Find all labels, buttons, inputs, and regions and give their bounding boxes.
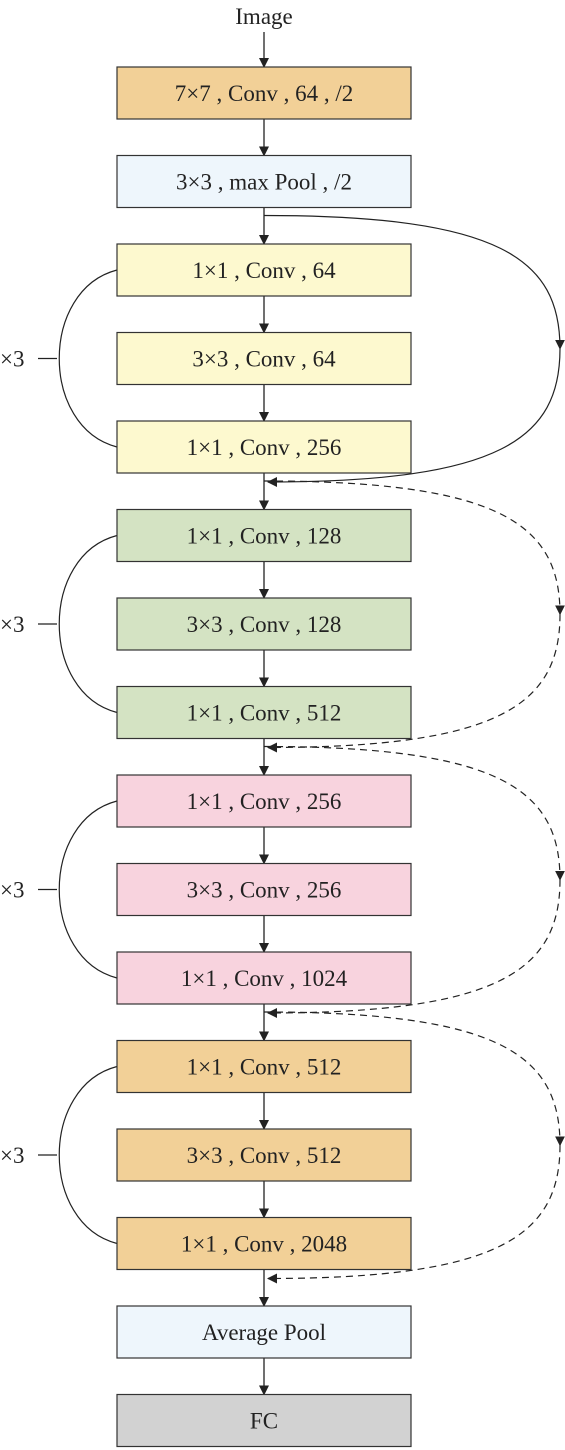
layer-block-s4b — [116, 1128, 412, 1182]
shortcut-curve-lower — [267, 1145, 561, 1284]
layer-label-s2c: 1×1 , Conv , 512 — [187, 701, 342, 726]
layer-label-avgpool: Average Pool — [202, 1320, 326, 1345]
layer-block-s4a — [116, 1039, 412, 1094]
layer-block-s1a — [116, 243, 412, 297]
repeat-arc — [58, 534, 118, 714]
layer-block-s3c — [116, 951, 412, 1005]
input-label: Image — [235, 4, 292, 29]
layer-block-s3a — [116, 774, 412, 828]
repeat-arc — [58, 1065, 118, 1245]
repeat-label: ×3 — [0, 878, 24, 903]
layer-label-fc: FC — [250, 1409, 278, 1434]
shortcut-curve-upper — [263, 745, 565, 881]
shortcut-curve-upper — [263, 214, 565, 350]
repeat-label: ×3 — [0, 612, 24, 637]
layer-label-s1a: 1×1 , Conv , 64 — [192, 258, 336, 283]
layer-label-s4c: 1×1 , Conv , 2048 — [181, 1232, 347, 1257]
repeat-arc — [58, 800, 118, 979]
repeat-label: ×3 — [0, 1143, 24, 1168]
repeat-arc — [58, 269, 118, 448]
layer-block-maxpool — [116, 154, 412, 209]
layer-label-s2b: 3×3 , Conv , 128 — [187, 612, 342, 637]
layer-block-s4c — [116, 1216, 412, 1271]
layer-block-s1b — [116, 331, 412, 386]
layer-block-s2b — [116, 597, 412, 651]
shortcut-curve-upper — [263, 1011, 565, 1147]
layer-label-s4b: 3×3 , Conv , 512 — [187, 1143, 342, 1168]
connections-layer: ×3 ×3 ×3 ×3 — [0, 32, 565, 1396]
layer-block-s2a — [116, 508, 412, 563]
layer-label-s1b: 3×3 , Conv , 64 — [192, 347, 336, 372]
layer-label-conv1: 7×7 , Conv , 64 , /2 — [175, 81, 353, 106]
layer-label-s3a: 1×1 , Conv , 256 — [187, 789, 342, 814]
layer-block-avgpool — [116, 1305, 412, 1359]
layer-label-s3b: 3×3 , Conv , 256 — [187, 878, 342, 903]
shortcut-curve-lower — [267, 348, 561, 487]
layer-label-s4a: 1×1 , Conv , 512 — [187, 1055, 342, 1080]
layer-block-s2c — [116, 685, 412, 740]
layer-block-fc — [116, 1393, 412, 1448]
layer-label-s3c: 1×1 , Conv , 1024 — [181, 966, 348, 991]
layer-label-s1c: 1×1 , Conv , 256 — [187, 435, 342, 460]
shortcut-curve-lower — [267, 879, 561, 1018]
layer-block-s3b — [116, 862, 412, 917]
layer-label-s2a: 1×1 , Conv , 128 — [187, 524, 342, 549]
blocks-layer: 7×7 , Conv , 64 , /2 3×3 , max Pool , /2 1… — [116, 66, 412, 1448]
layer-block-s1c — [116, 420, 412, 474]
layer-label-maxpool: 3×3 , max Pool , /2 — [176, 170, 352, 195]
layer-block-conv1 — [116, 66, 412, 120]
repeat-label: ×3 — [0, 347, 24, 372]
shortcut-curve-lower — [267, 614, 561, 753]
shortcut-curve-upper — [263, 480, 565, 616]
